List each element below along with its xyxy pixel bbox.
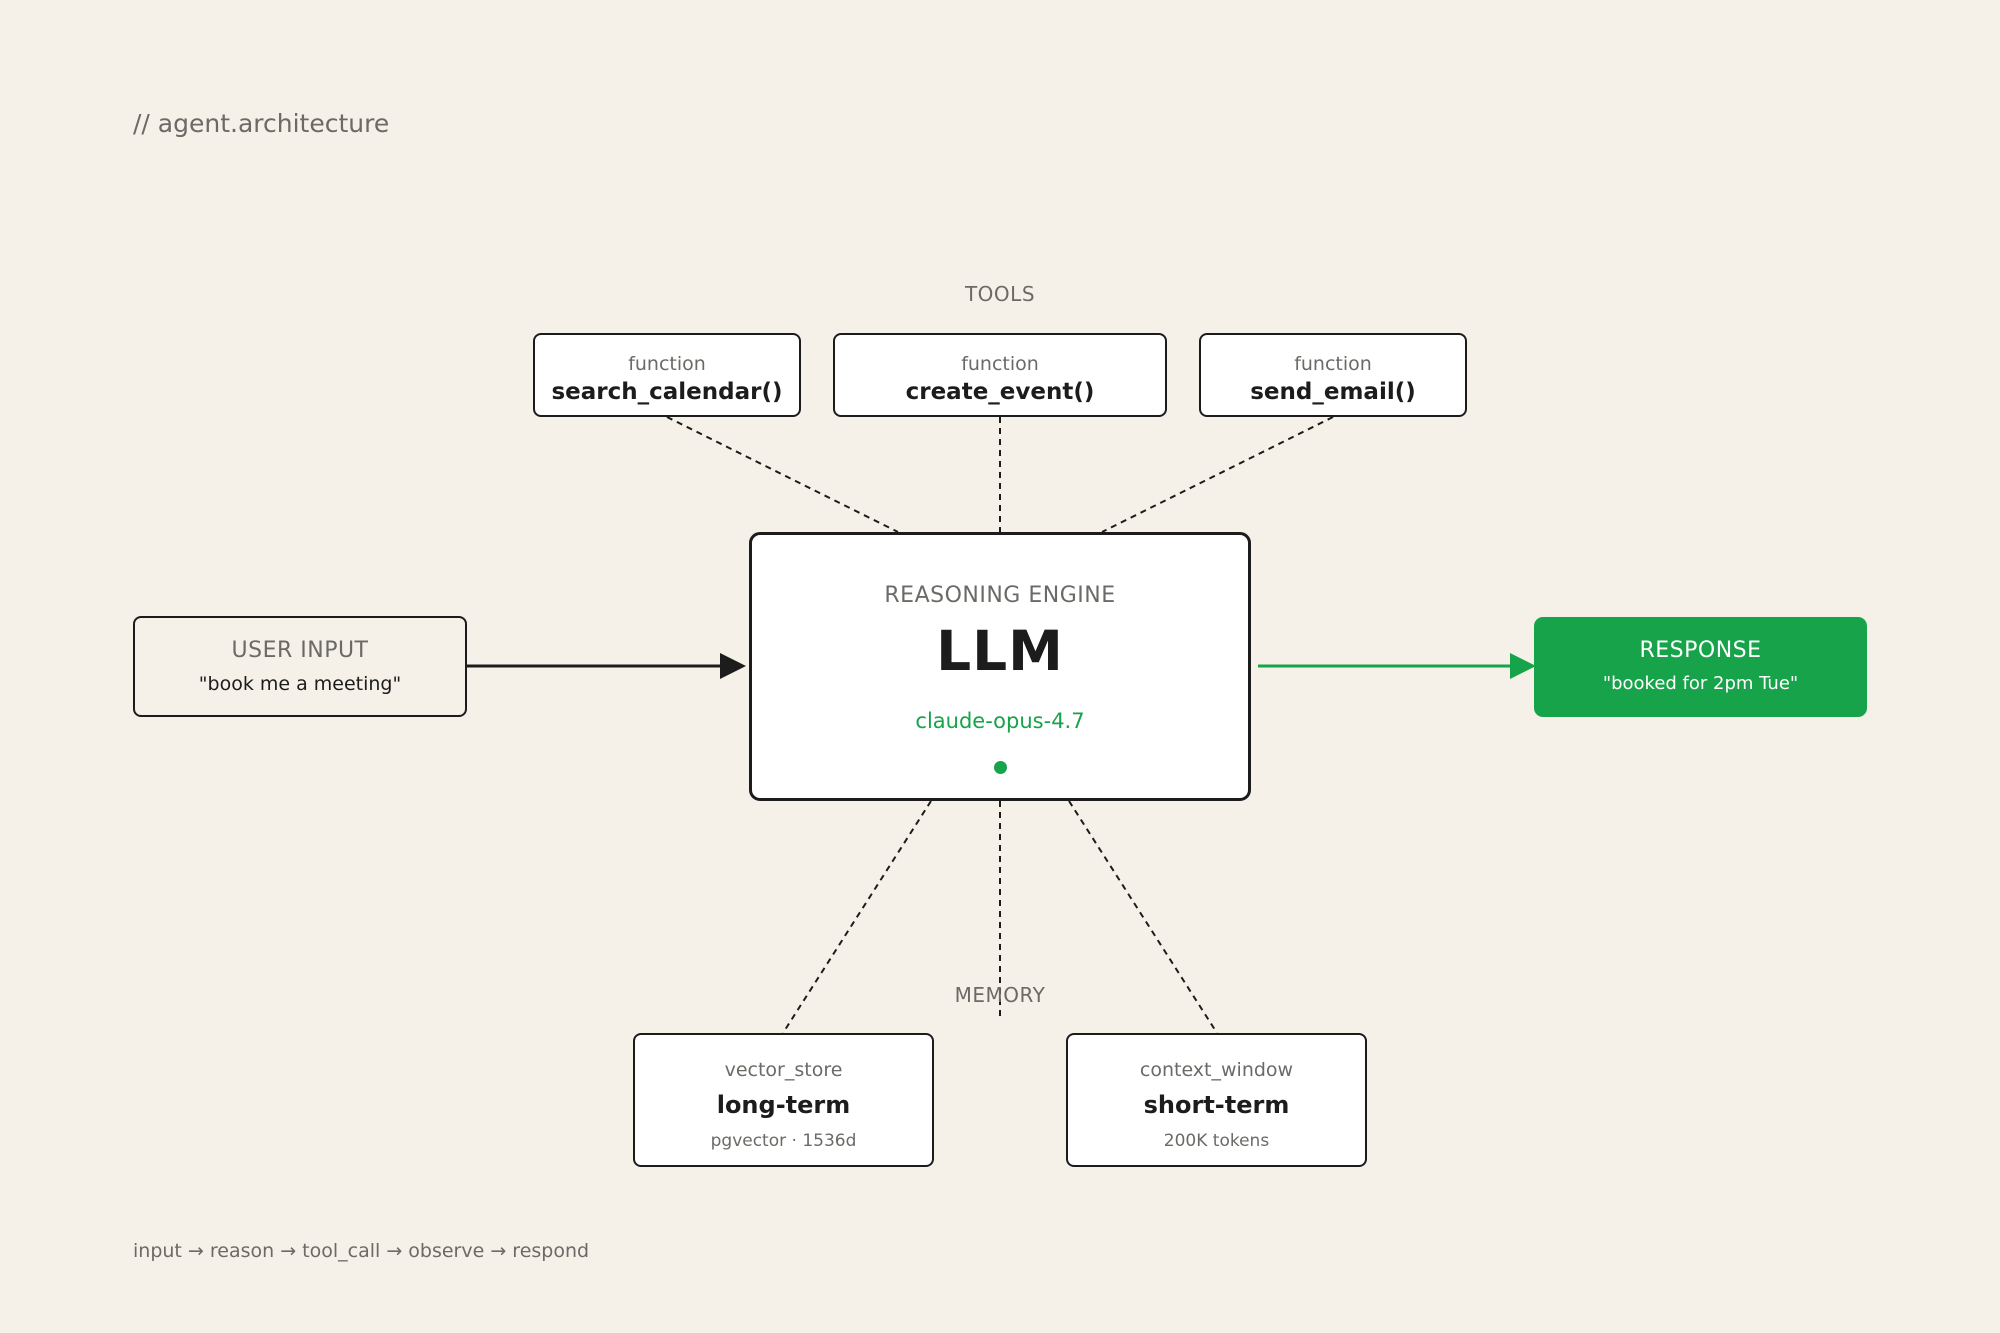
connector-send-email: [1101, 416, 1334, 533]
tools-section-label: TOOLS: [964, 282, 1036, 306]
diagram-heading: // agent.architecture: [133, 109, 390, 138]
connector-short-term: [1068, 800, 1218, 1034]
user-input-box: USER INPUT "book me a meeting": [133, 616, 467, 717]
status-dot-icon: [993, 761, 1007, 774]
tool-create-event: function create_event(): [833, 333, 1167, 417]
reasoning-engine-box: REASONING ENGINE LLM claude-opus-4.7: [749, 532, 1251, 801]
memory-section-label: MEMORY: [954, 983, 1046, 1007]
user-input-label: USER INPUT: [231, 638, 369, 663]
arrow-head-response: [1510, 653, 1536, 679]
response-box: RESPONSE "booked for 2pm Tue": [1534, 617, 1867, 717]
tool-send-email: function send_email(): [1199, 333, 1467, 417]
flow-footer: input → reason → tool_call → observe → r…: [133, 1240, 590, 1262]
engine-label: REASONING ENGINE: [884, 583, 1116, 608]
response-label: RESPONSE: [1639, 638, 1762, 663]
connector-long-term: [782, 800, 932, 1034]
connector-search-calendar: [666, 416, 899, 533]
tool-kind: function: [1294, 353, 1372, 375]
tool-name: search_calendar(): [551, 379, 783, 405]
response-quote: "booked for 2pm Tue": [1602, 673, 1799, 694]
user-input-quote: "book me a meeting": [198, 673, 402, 695]
memory-kind: vector_store: [724, 1059, 843, 1081]
memory-long-term: vector_store long-term pgvector · 1536d: [633, 1033, 934, 1167]
arrow-head-input: [720, 653, 746, 679]
memory-note: 200K tokens: [1163, 1131, 1270, 1151]
tool-name: create_event(): [905, 379, 1095, 405]
tool-kind: function: [628, 353, 706, 375]
memory-name: short-term: [1143, 1091, 1290, 1119]
memory-kind: context_window: [1139, 1059, 1294, 1081]
memory-short-term: context_window short-term 200K tokens: [1066, 1033, 1367, 1167]
tool-search-calendar: function search_calendar(): [533, 333, 801, 417]
tool-kind: function: [961, 353, 1039, 375]
memory-note: pgvector · 1536d: [710, 1131, 857, 1151]
tool-name: send_email(): [1250, 379, 1416, 405]
engine-title: LLM: [936, 619, 1064, 683]
engine-model: claude-opus-4.7: [915, 709, 1085, 733]
memory-name: long-term: [716, 1091, 851, 1119]
